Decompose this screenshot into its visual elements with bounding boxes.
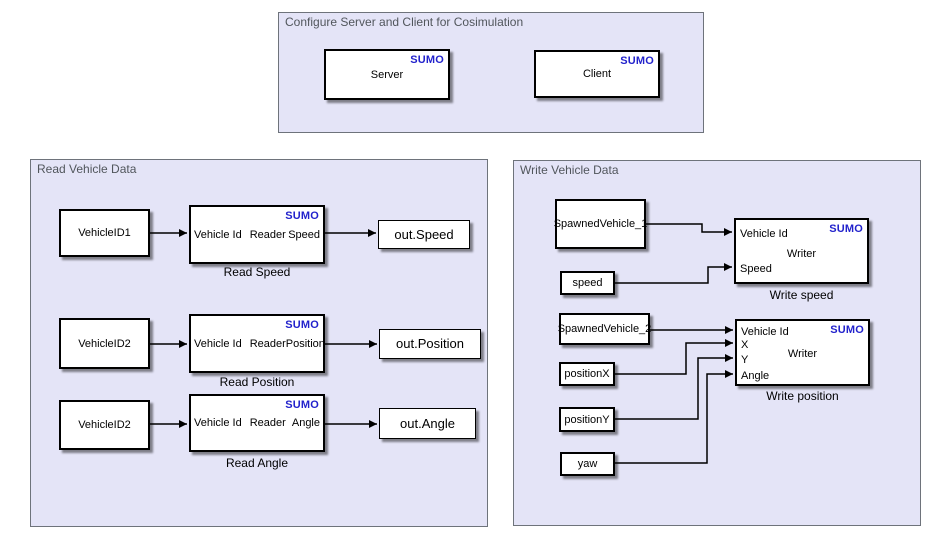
block-constant-vehicleid1[interactable]: VehicleID1 bbox=[59, 209, 150, 257]
block-sumo-server[interactable]: SUMO Server bbox=[324, 49, 450, 100]
input-port-label: Angle bbox=[741, 370, 770, 382]
sumo-badge: SUMO bbox=[285, 319, 319, 331]
port-row: Vehicle Id Reader Position bbox=[191, 337, 325, 351]
block-constant-positionx[interactable]: positionX bbox=[559, 362, 615, 386]
wire-speed-to-writespeed[interactable] bbox=[615, 263, 732, 284]
outport-label: out.Angle bbox=[400, 415, 455, 431]
constant-value: SpawnedVehicle_1 bbox=[553, 218, 648, 230]
wire-positiony-to-writeposition[interactable] bbox=[615, 354, 733, 420]
input-port-label: Vehicle Id bbox=[741, 326, 789, 338]
sumo-badge: SUMO bbox=[410, 54, 444, 66]
input-port-label: Y bbox=[741, 354, 749, 366]
block-outport-out-angle[interactable]: out.Angle bbox=[379, 408, 476, 439]
input-port-label: Vehicle Id bbox=[194, 228, 242, 241]
input-port-label: Vehicle Id bbox=[194, 417, 242, 429]
block-label-client: Client bbox=[582, 68, 612, 80]
constant-value: yaw bbox=[577, 458, 598, 470]
constant-value: positionX bbox=[564, 368, 610, 380]
block-constant-positiony[interactable]: positionY bbox=[559, 407, 615, 432]
constant-value: VehicleID1 bbox=[78, 227, 131, 239]
block-outport-out-position[interactable]: out.Position bbox=[379, 329, 481, 359]
sumo-badge: SUMO bbox=[620, 55, 654, 67]
constant-value: VehicleID2 bbox=[78, 419, 131, 431]
sumo-badge: SUMO bbox=[830, 324, 864, 336]
area-title-write: Write Vehicle Data bbox=[520, 163, 619, 177]
wire-spawnedvehicle1-to-writespeed[interactable] bbox=[646, 223, 732, 236]
sumo-badge: SUMO bbox=[285, 399, 319, 411]
constant-value: VehicleID2 bbox=[78, 337, 131, 350]
block-sumo-write-position[interactable]: SUMO Vehicle Id X Writer Y Angle bbox=[735, 319, 870, 386]
block-name-write-speed[interactable]: Write speed bbox=[769, 288, 834, 302]
block-name-read-speed[interactable]: Read Speed bbox=[223, 265, 291, 279]
block-sumo-read-angle[interactable]: SUMO Vehicle Id Reader Angle bbox=[189, 394, 325, 452]
port-row: Vehicle Id Reader Speed bbox=[191, 228, 323, 242]
constant-value: positionY bbox=[564, 413, 610, 426]
output-port-label: Angle bbox=[291, 417, 320, 429]
constant-value: SpawnedVehicle_2 bbox=[557, 323, 652, 335]
output-port-label: Speed bbox=[288, 228, 320, 241]
block-label-server: Server bbox=[370, 68, 404, 81]
block-sumo-read-position[interactable]: SUMO Vehicle Id Reader Position bbox=[189, 314, 325, 373]
input-port-label: Vehicle Id bbox=[194, 337, 242, 350]
block-constant-speed[interactable]: speed bbox=[560, 271, 615, 295]
block-constant-vehicleid2-b[interactable]: VehicleID2 bbox=[59, 400, 150, 450]
block-type-label: Reader bbox=[249, 337, 286, 350]
block-name-read-position[interactable]: Read Position bbox=[219, 375, 295, 389]
area-title-read: Read Vehicle Data bbox=[37, 162, 137, 176]
constant-value: speed bbox=[572, 277, 603, 289]
outport-label: out.Position bbox=[396, 336, 464, 351]
output-port-label: Position bbox=[285, 337, 325, 350]
block-name-write-position[interactable]: Write position bbox=[766, 389, 839, 403]
block-type-label: Writer bbox=[787, 348, 818, 360]
input-port-label: Speed bbox=[740, 263, 772, 275]
block-sumo-client[interactable]: SUMO Client bbox=[534, 50, 660, 98]
port-row: Vehicle Id Reader Angle bbox=[191, 416, 323, 430]
area-title-config: Configure Server and Client for Cosimula… bbox=[285, 15, 524, 29]
block-name-read-angle[interactable]: Read Angle bbox=[225, 456, 289, 470]
block-constant-spawnedvehicle2[interactable]: SpawnedVehicle_2 bbox=[557, 313, 652, 345]
block-outport-out-speed[interactable]: out.Speed bbox=[378, 220, 470, 249]
outport-label: out.Speed bbox=[394, 226, 454, 242]
block-constant-vehicleid2-a[interactable]: VehicleID2 bbox=[59, 318, 150, 369]
sumo-badge: SUMO bbox=[285, 210, 319, 222]
block-type-label: Writer bbox=[786, 248, 817, 260]
block-type-label: Reader bbox=[249, 228, 286, 241]
sumo-badge: SUMO bbox=[829, 223, 863, 235]
block-sumo-write-speed[interactable]: SUMO Vehicle Id Writer Speed bbox=[734, 218, 869, 284]
input-port-label: Vehicle Id bbox=[740, 228, 788, 240]
wire-yaw-to-writeposition[interactable] bbox=[615, 370, 733, 464]
wire-positionx-to-writeposition[interactable] bbox=[615, 339, 733, 375]
block-type-label: Reader bbox=[249, 417, 286, 429]
input-port-label: X bbox=[741, 339, 749, 351]
block-constant-spawnedvehicle1[interactable]: SpawnedVehicle_1 bbox=[553, 199, 648, 249]
block-sumo-read-speed[interactable]: SUMO Vehicle Id Reader Speed bbox=[189, 205, 325, 264]
block-constant-yaw[interactable]: yaw bbox=[560, 452, 615, 476]
